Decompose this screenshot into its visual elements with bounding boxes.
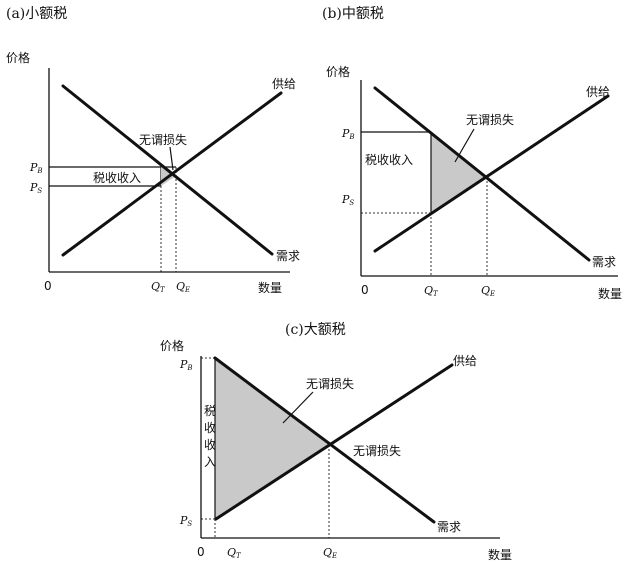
deadweight-pointer [169, 146, 174, 171]
tax-quantity-symbol: QT [424, 284, 439, 298]
buyer-price-symbol: PB [179, 358, 193, 372]
origin-label: 0 [197, 545, 205, 559]
panel-title: (b)中额税 [322, 6, 384, 22]
panel-large-tax: (c)大额税 价格 供给 需求 无谓损失 无谓损失 税 收 收 入 PB PS … [160, 322, 512, 562]
seller-price-symbol: PS [29, 181, 42, 195]
deadweight-pointer-top [282, 391, 314, 424]
demand-label: 需求 [437, 520, 461, 534]
equilibrium-quantity-symbol: QE [176, 280, 190, 294]
tax-revenue-label: 税收收入 [365, 153, 413, 167]
panel-medium-tax: (b)中额税 价格 供给 需求 无谓损失 税收收入 PB PS 0 QT QE … [322, 6, 622, 301]
quantity-axis-label: 数量 [488, 547, 512, 562]
supply-label: 供给 [272, 77, 296, 91]
price-axis-label: 价格 [160, 338, 184, 353]
supply-curve [214, 363, 454, 521]
supply-label: 供给 [453, 354, 477, 368]
deadweight-loss-area [215, 358, 329, 519]
deadweight-pointer [454, 128, 475, 163]
tax-revenue-char-3: 收 [204, 438, 216, 452]
price-axis-label: 价格 [6, 50, 30, 65]
origin-label: 0 [361, 283, 369, 297]
seller-price-symbol: PS [341, 193, 354, 207]
tax-revenue-label: 税收收入 [93, 171, 141, 185]
buyer-price-symbol: PB [341, 127, 355, 141]
seller-price-symbol: PS [179, 514, 192, 528]
deadweight-loss-label-top: 无谓损失 [306, 376, 354, 391]
quantity-axis-label: 数量 [258, 280, 282, 295]
deadweight-loss-label-side: 无谓损失 [353, 443, 401, 458]
tax-revenue-char-4: 入 [204, 455, 216, 469]
deadweight-loss-label: 无谓损失 [139, 132, 187, 147]
tax-revenue-char-1: 税 [204, 404, 216, 418]
supply-label: 供给 [586, 85, 610, 99]
tax-quantity-symbol: QT [227, 546, 242, 560]
demand-curve [213, 356, 436, 524]
buyer-price-symbol: PB [29, 161, 43, 175]
panel-small-tax: (a)小额税 价格 供给 需求 无谓损失 税收收入 PB PS 0 QT QE … [6, 6, 300, 295]
panel-title: (c)大额税 [285, 322, 346, 338]
tax-revenue-char-2: 收 [204, 421, 216, 435]
origin-label: 0 [44, 279, 52, 293]
tax-quantity-symbol: QT [151, 280, 166, 294]
quantity-axis-label: 数量 [598, 286, 622, 301]
supply-curve [373, 94, 610, 253]
deadweight-loss-area [431, 132, 487, 213]
deadweight-loss-label: 无谓损失 [466, 112, 514, 127]
demand-curve [61, 84, 274, 256]
equilibrium-quantity-symbol: QE [481, 284, 495, 298]
panel-title: (a)小额税 [6, 6, 67, 22]
equilibrium-quantity-symbol: QE [323, 546, 337, 560]
price-axis-label: 价格 [326, 64, 350, 79]
demand-label: 需求 [276, 249, 300, 263]
demand-label: 需求 [592, 255, 616, 269]
demand-curve [373, 86, 591, 262]
